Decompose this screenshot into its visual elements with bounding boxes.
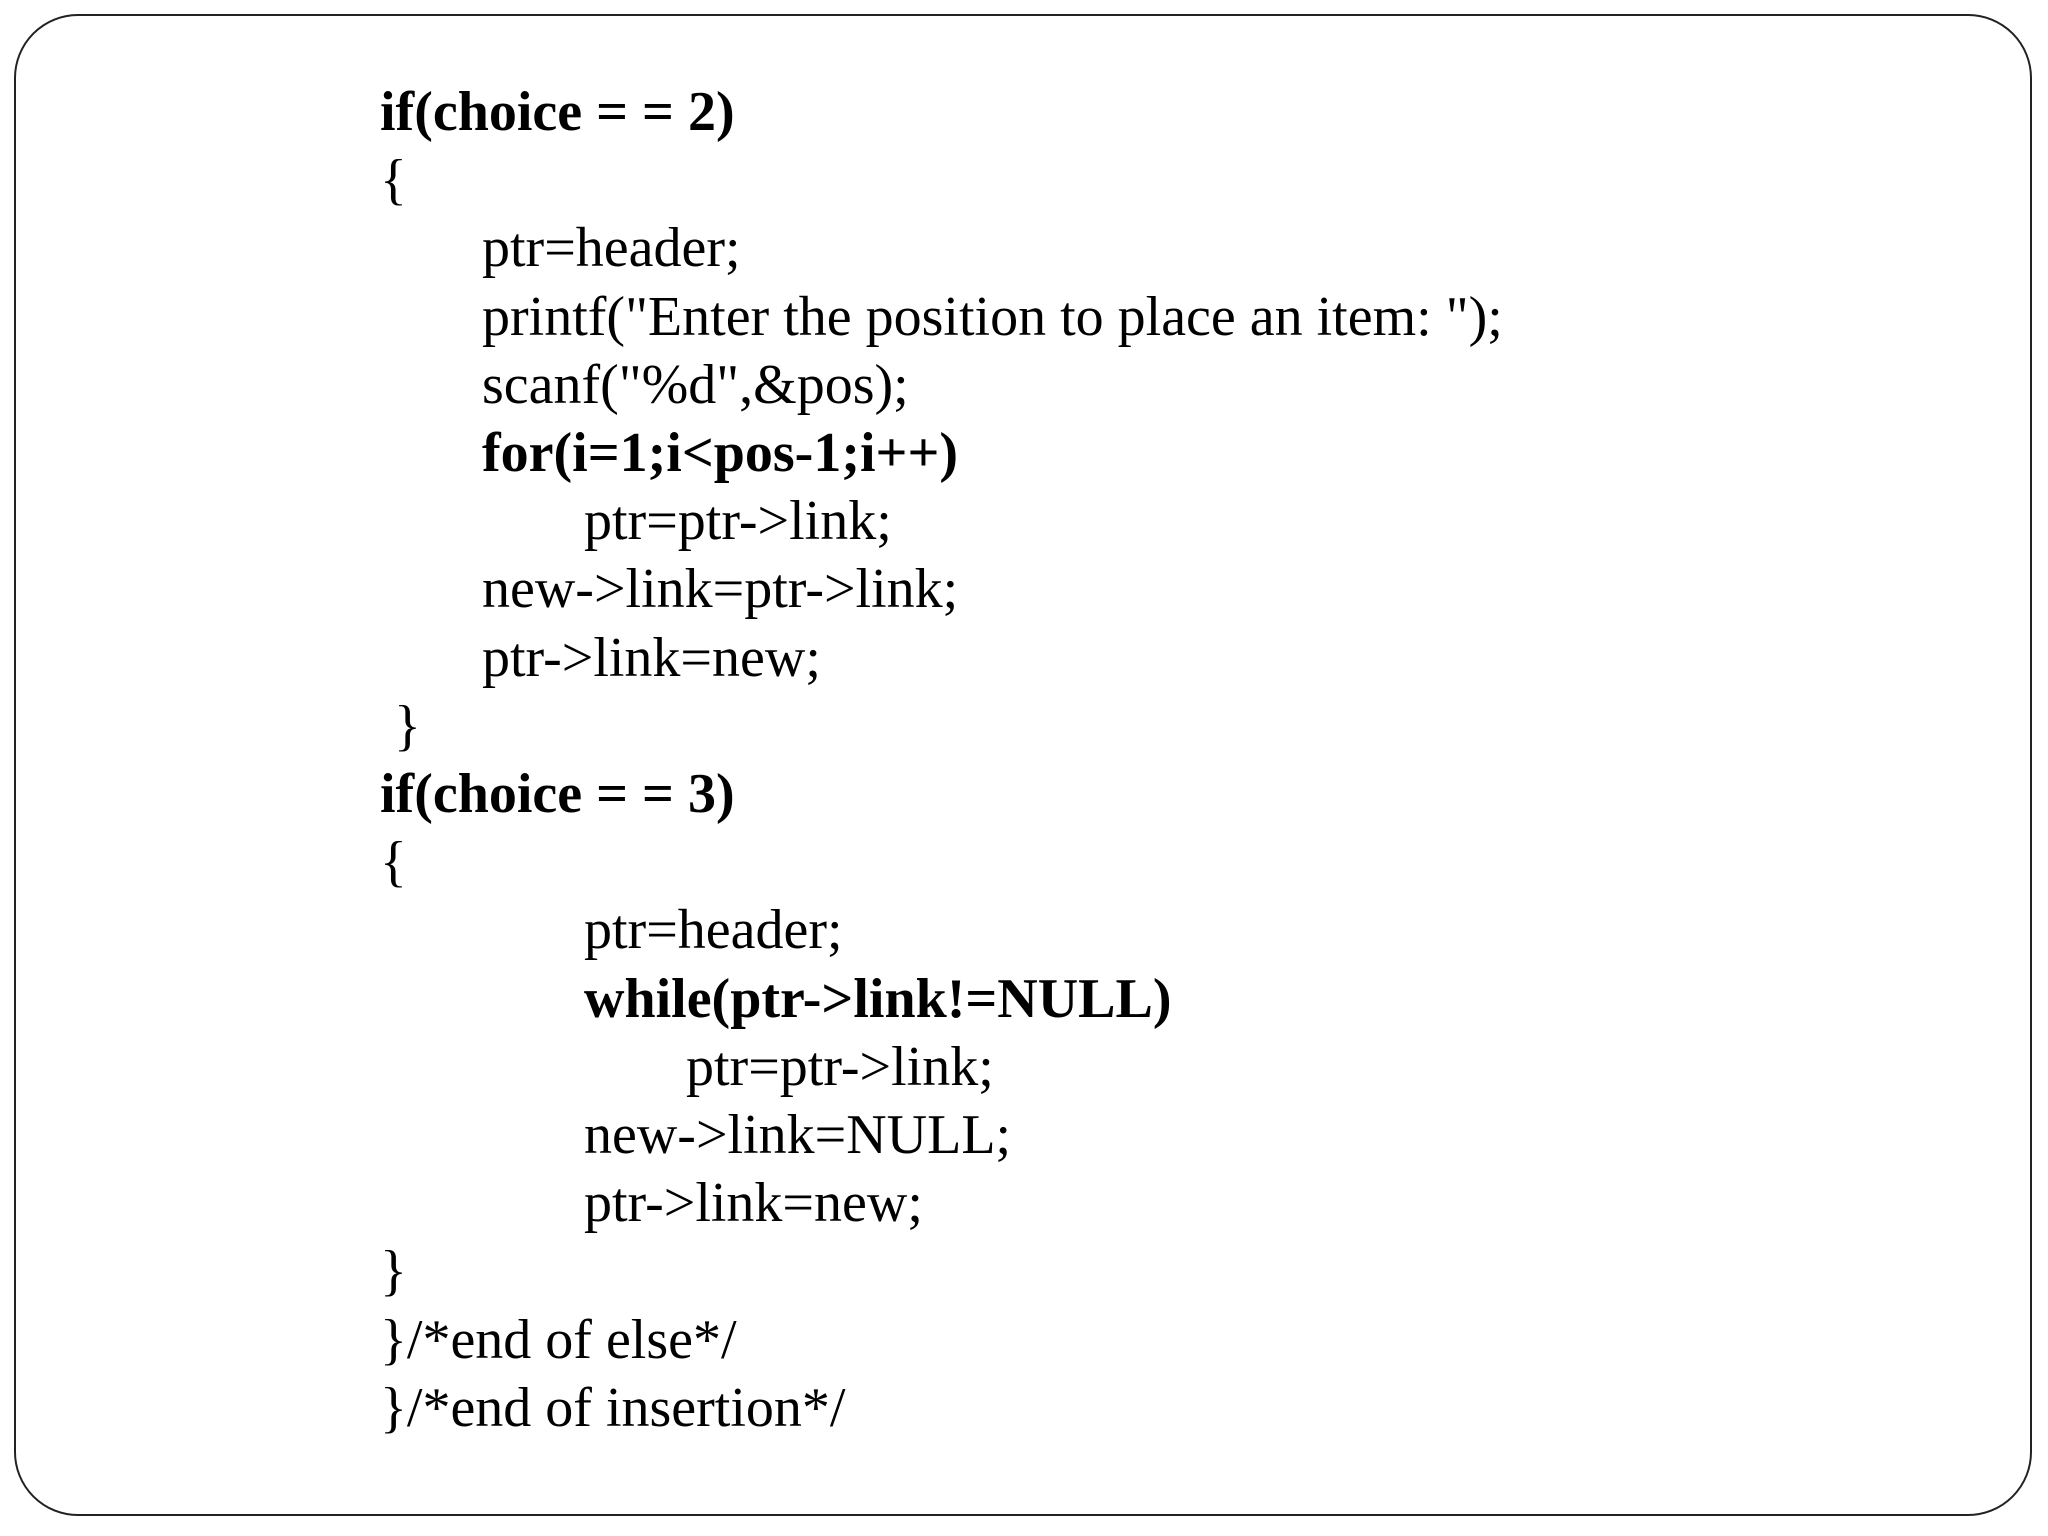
code-line: ptr=ptr->link;	[686, 1035, 994, 1098]
code-line: printf("Enter the position to place an i…	[482, 285, 1503, 348]
code-line: if(choice = = 3)	[380, 763, 735, 825]
code-line: ptr=header;	[482, 217, 741, 280]
code-line: new->link=NULL;	[584, 1104, 1012, 1166]
code-line: ptr->link=new;	[584, 1172, 923, 1235]
code-line: ptr=header;	[584, 899, 843, 962]
code-line: ptr->link=new;	[482, 626, 821, 689]
code-line: }	[380, 694, 421, 757]
code-line: while(ptr->link!=NULL)	[584, 967, 1172, 1030]
code-line: for(i=1;i<pos-1;i++)	[482, 422, 958, 484]
code-line: }/*end of insertion*/	[380, 1376, 846, 1439]
slide-frame	[14, 14, 2032, 1516]
code-line: {	[380, 149, 407, 212]
code-line: scanf("%d",&pos);	[482, 353, 909, 416]
code-line: ptr=ptr->link;	[584, 490, 892, 553]
code-line: }	[380, 1240, 407, 1303]
code-line: new->link=ptr->link;	[482, 558, 959, 621]
code-line: }/*end of else*/	[380, 1308, 737, 1371]
code-line: if(choice = = 2)	[380, 81, 735, 143]
code-line: {	[380, 831, 407, 894]
